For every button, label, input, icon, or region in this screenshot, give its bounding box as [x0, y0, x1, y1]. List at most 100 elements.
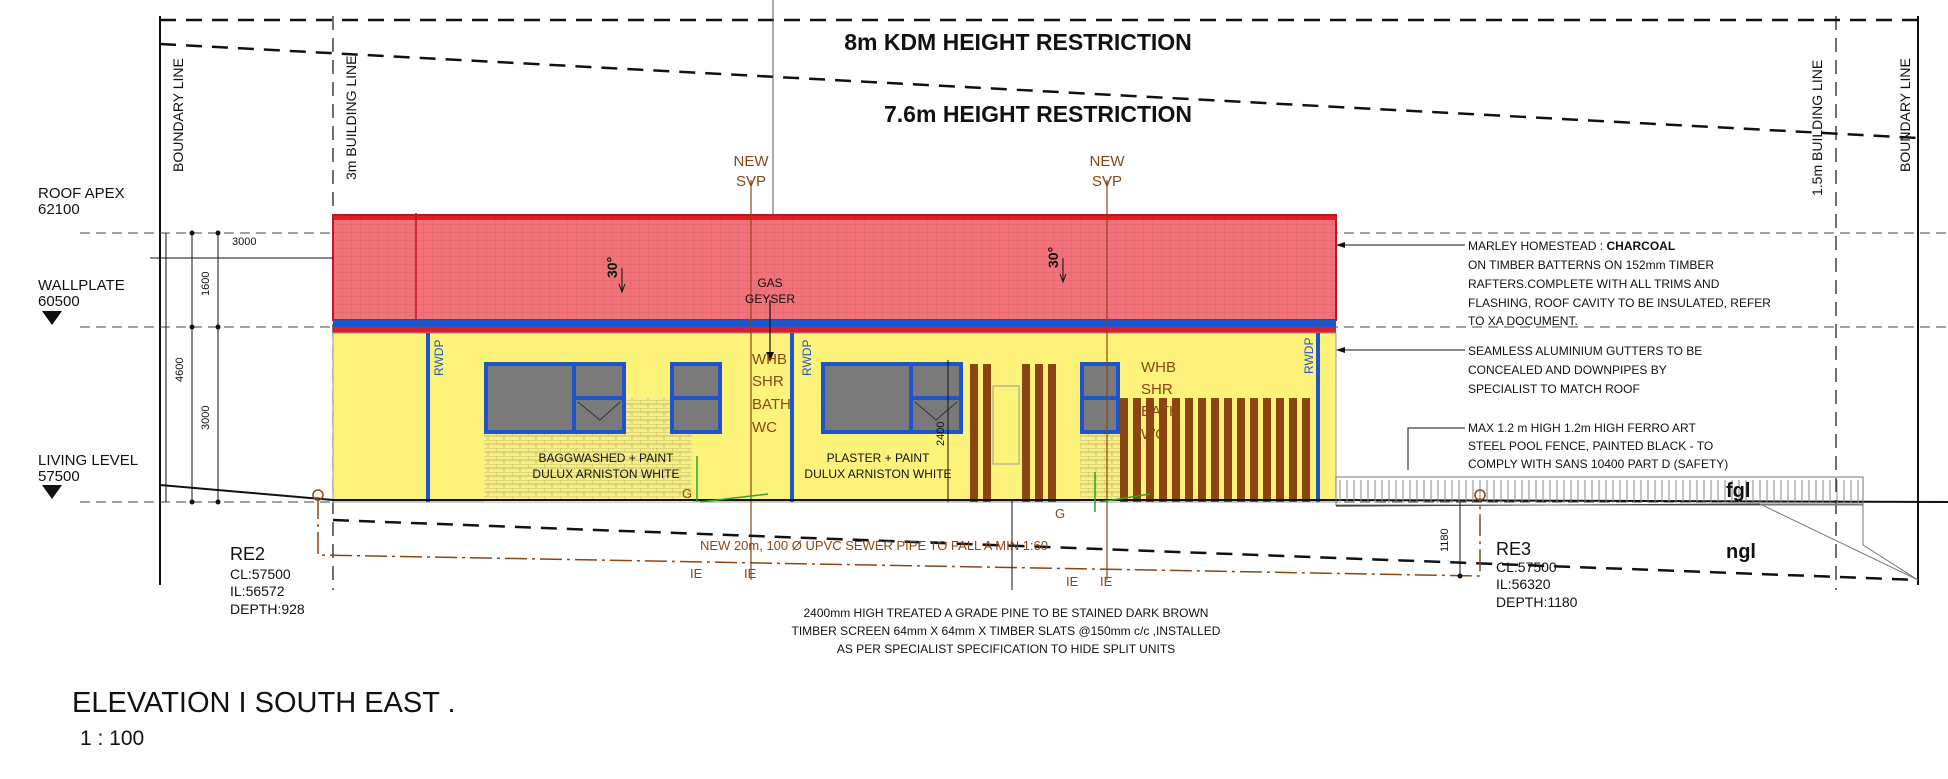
- level-markers: [42, 311, 62, 499]
- living-level-value: 57500: [38, 468, 80, 485]
- dimension-3000-side: 3000: [200, 406, 212, 430]
- re3-depth: DEPTH:1180: [1496, 594, 1578, 610]
- timber-screen-left: [970, 364, 1056, 502]
- gully-label-2: G: [1055, 506, 1065, 521]
- roof-note-prefix: MARLEY HOMESTEAD :: [1468, 239, 1606, 253]
- roof-note-line3: RAFTERS.COMPLETE WITH ALL TRIMS AND: [1468, 277, 1720, 291]
- fence-note-line3: COMPLY WITH SANS 10400 PART D (SAFETY): [1468, 457, 1728, 471]
- roof-pitch-right: 30°: [1045, 247, 1061, 268]
- sewer-note: NEW 20m, 100 Ø UPVC SEWER PIPE TO FALL A…: [700, 538, 1048, 553]
- ie-label-4: IE: [1100, 574, 1113, 589]
- fascia: [333, 320, 1336, 327]
- svp-left-line1: NEW: [734, 153, 770, 170]
- ie-label-3: IE: [1066, 574, 1079, 589]
- boundary-line-right-label: BOUNDARY LINE: [1897, 58, 1913, 172]
- fixture-right-shr: SHR: [1141, 381, 1173, 398]
- green-markers: [696, 456, 1151, 512]
- drawing-scale: 1 : 100: [80, 727, 144, 750]
- pool-fence: [1335, 476, 1864, 506]
- windows: [484, 362, 1120, 434]
- fixture-right-bath: BATH: [1141, 403, 1180, 420]
- rwdp-label-3: RWDP: [1302, 338, 1316, 374]
- ie-label-2: IE: [744, 566, 757, 581]
- wallplate-label: WALLPLATE: [38, 277, 125, 294]
- roof: [332, 214, 1337, 321]
- fixture-left-whb: WHB: [752, 351, 787, 368]
- gas-geyser-line1: GAS: [757, 276, 782, 290]
- timber-screen-right: [1120, 398, 1310, 502]
- fixture-left-wc: WC: [752, 419, 777, 436]
- ground-lines: [159, 484, 1948, 582]
- re2-name: RE2: [230, 544, 265, 564]
- roof-note-colour: CHARCOAL: [1606, 239, 1675, 253]
- re2-manhole: [312, 489, 324, 501]
- boundary-line-left-label: BOUNDARY LINE: [170, 58, 186, 172]
- finish-mid-line1: PLASTER + PAINT: [827, 451, 930, 465]
- door-panel: [992, 385, 1020, 465]
- svp-right-line1: NEW: [1090, 153, 1126, 170]
- gutter-note-line2: CONCEALED AND DOWNPIPES BY: [1468, 363, 1667, 377]
- wallplate-value: 60500: [38, 293, 80, 310]
- re3-il: IL:56320: [1496, 576, 1551, 592]
- fence-note-line1: MAX 1.2 m HIGH 1.2m HIGH FERRO ART: [1468, 421, 1696, 435]
- fixture-right-wc: WC: [1141, 426, 1166, 443]
- svp-right-line2: SVP: [1092, 173, 1122, 190]
- roof-note-line1: MARLEY HOMESTEAD : CHARCOAL: [1468, 239, 1675, 253]
- fixture-left-bath: BATH: [752, 396, 791, 413]
- rwdp-label-1: RWDP: [432, 340, 446, 376]
- rwdp-label-2: RWDP: [800, 340, 814, 376]
- gutter-note-line3: SPECIALIST TO MATCH ROOF: [1468, 382, 1640, 396]
- svp-pipes: [750, 180, 1108, 580]
- timber-note-line3: AS PER SPECIALIST SPECIFICATION TO HIDE …: [837, 642, 1175, 656]
- re3-manhole: [1474, 489, 1486, 501]
- building-line-right-label: 1.5m BUILDING LINE: [1809, 60, 1825, 196]
- gully-label-1: G: [682, 486, 692, 501]
- embankment: [1759, 503, 1919, 581]
- re2-cl: CL:57500: [230, 566, 291, 582]
- gutter-note-line1: SEAMLESS ALUMINIUM GUTTERS TO BE: [1468, 344, 1702, 358]
- roof-note-line2: ON TIMBER BATTERNS ON 152mm TIMBER: [1468, 258, 1714, 272]
- fixture-left-shr: SHR: [752, 373, 784, 390]
- dimension-4600: 4600: [174, 358, 186, 382]
- dimension-lines: [150, 233, 1461, 576]
- restriction-lines: [159, 18, 1919, 140]
- dimension-2400: 2400: [935, 422, 947, 446]
- downpipes: [426, 333, 1320, 502]
- timber-note-line2: TIMBER SCREEN 64mm X 64mm X TIMBER SLATS…: [792, 624, 1221, 638]
- finish-left-line1: BAGGWASHED + PAINT: [538, 451, 674, 465]
- finish-left-line2: DULUX ARNISTON WHITE: [532, 467, 679, 481]
- ie-label-1: IE: [690, 566, 703, 581]
- sewer-pipe: [317, 497, 1481, 577]
- gas-geyser-line2: GEYSER: [745, 292, 795, 306]
- re3-name: RE3: [1496, 539, 1531, 559]
- fence-note-line2: STEEL POOL FENCE, PAINTED BLACK - TO: [1468, 439, 1713, 453]
- dimension-ticks: [189, 230, 1463, 579]
- svp-left-line2: SVP: [736, 173, 766, 190]
- roof-apex-value: 62100: [38, 201, 80, 218]
- drawing-title: ELEVATION I SOUTH EAST .: [72, 687, 456, 719]
- fence-pickets: [1339, 480, 1859, 503]
- dimension-1600: 1600: [200, 272, 212, 296]
- note-leaders: [1011, 244, 1465, 590]
- timber-note-line1: 2400mm HIGH TREATED A GRADE PINE TO BE S…: [804, 606, 1209, 620]
- roof-note-line5: TO XA DOCUMENT.: [1468, 314, 1578, 328]
- dimension-1180: 1180: [1439, 528, 1451, 552]
- roof-apex-label: ROOF APEX: [38, 185, 125, 202]
- ngl-label: ngl: [1726, 541, 1756, 563]
- kdm-height-heading: 8m KDM HEIGHT RESTRICTION: [844, 29, 1192, 55]
- finish-mid-line2: DULUX ARNISTON WHITE: [804, 467, 951, 481]
- re2-depth: DEPTH:928: [230, 601, 305, 617]
- re3-cl: CL:57500: [1496, 559, 1557, 575]
- roof-pitch-left: 30°: [604, 257, 620, 278]
- fgl-label: fgl: [1726, 480, 1750, 502]
- building-line-left-label: 3m BUILDING LINE: [343, 56, 359, 180]
- boundary-lines: [159, 16, 1919, 585]
- dimension-3000-top: 3000: [232, 236, 256, 248]
- re2-il: IL:56572: [230, 583, 285, 599]
- gutter: [333, 327, 1336, 333]
- fixture-right-whb: WHB: [1141, 359, 1176, 376]
- height-restriction-heading: 7.6m HEIGHT RESTRICTION: [884, 101, 1192, 127]
- roof-note-line4: FLASHING, ROOF CAVITY TO BE INSULATED, R…: [1468, 296, 1771, 310]
- living-level-label: LIVING LEVEL: [38, 452, 138, 469]
